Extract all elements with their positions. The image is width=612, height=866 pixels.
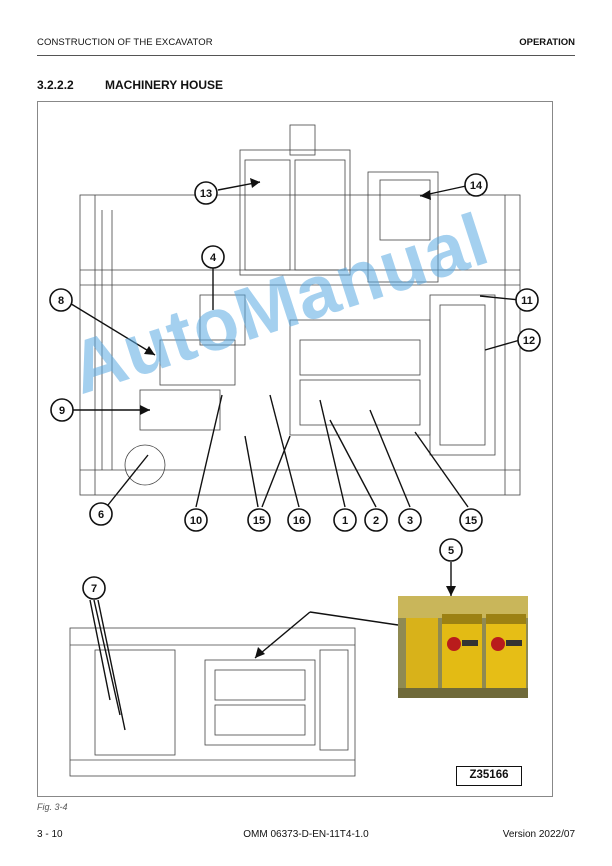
callout-1: 1 [342, 515, 348, 527]
figure-frame [37, 101, 553, 797]
callout-13: 13 [200, 188, 212, 200]
callout-15-left: 15 [253, 515, 265, 527]
header-divider [37, 55, 575, 56]
section-number: 3.2.2.2 [37, 78, 74, 92]
figure-caption: Fig. 3-4 [37, 802, 68, 812]
callout-11: 11 [521, 295, 533, 307]
footer-doc-number: OMM 06373-D-EN-11T4-1.0 [243, 829, 369, 840]
callout-9: 9 [59, 405, 65, 417]
callout-10: 10 [190, 515, 202, 527]
figure-id-label: Z35166 [456, 766, 522, 786]
callout-15-right: 15 [465, 515, 477, 527]
footer-version: Version 2022/07 [502, 829, 575, 840]
filter-photo [398, 596, 528, 698]
callout-3: 3 [407, 515, 413, 527]
callout-4: 4 [210, 252, 217, 264]
callout-6: 6 [98, 509, 104, 521]
footer-page-number: 3 - 10 [37, 829, 63, 840]
callout-7: 7 [91, 583, 97, 595]
callout-12: 12 [523, 335, 535, 347]
section-title: MACHINERY HOUSE [105, 78, 224, 92]
header-section-title: OPERATION [519, 37, 575, 48]
callout-16: 16 [293, 515, 305, 527]
callout-5: 5 [448, 545, 454, 557]
callout-8: 8 [58, 295, 64, 307]
callout-14: 14 [470, 180, 483, 192]
callout-2: 2 [373, 515, 379, 527]
header-chapter-title: CONSTRUCTION OF THE EXCAVATOR [37, 37, 213, 48]
